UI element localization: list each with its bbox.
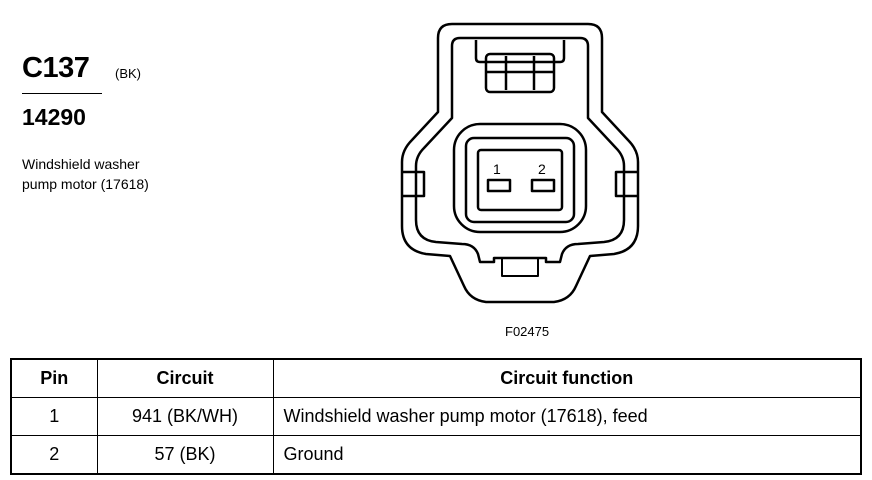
table-header-row: Pin Circuit Circuit function xyxy=(10,358,862,398)
terminal-block xyxy=(476,148,564,212)
left-rib xyxy=(402,170,426,198)
cavity-surround xyxy=(452,122,588,234)
table-row: 2 57 (BK) Ground xyxy=(10,435,862,475)
table-row: 1 941 (BK/WH) Windshield washer pump mot… xyxy=(10,397,862,436)
function-cell: Windshield washer pump motor (17618), fe… xyxy=(272,397,862,436)
connector-id: C137 xyxy=(22,52,90,84)
connector-inner-body xyxy=(414,36,626,264)
connector-outer-body xyxy=(400,22,640,304)
circuit-column-header: Circuit xyxy=(96,358,274,398)
component-line-2: pump motor (17618) xyxy=(22,176,149,192)
function-column-header: Circuit function xyxy=(272,358,862,398)
pin-2-label: 2 xyxy=(538,161,546,177)
bottom-key xyxy=(501,258,539,277)
pin-column-header: Pin xyxy=(10,358,98,398)
latch-outer xyxy=(474,40,566,64)
circuit-cell: 941 (BK/WH) xyxy=(96,397,274,436)
function-cell: Ground xyxy=(272,435,862,475)
pinout-table: Pin Circuit Circuit function 1 941 (BK/W… xyxy=(10,358,862,475)
circuit-cell: 57 (BK) xyxy=(96,435,274,475)
pin-cell: 1 xyxy=(10,397,98,436)
component-line-1: Windshield washer xyxy=(22,156,140,172)
right-rib xyxy=(614,170,638,198)
pin-1-label: 1 xyxy=(493,161,501,177)
figure-number: F02475 xyxy=(505,324,550,339)
terminal-cavity xyxy=(464,136,576,224)
connector-color: (BK) xyxy=(115,66,141,81)
pin-2-terminal xyxy=(530,178,556,193)
pin-1-terminal xyxy=(486,178,512,193)
title-divider xyxy=(22,93,102,94)
component-description: Windshield washer pump motor (17618) xyxy=(22,154,149,194)
pin-cell: 2 xyxy=(10,435,98,475)
connector-face-drawing: 1 2 xyxy=(400,22,640,304)
harness-number: 14290 xyxy=(22,104,86,130)
